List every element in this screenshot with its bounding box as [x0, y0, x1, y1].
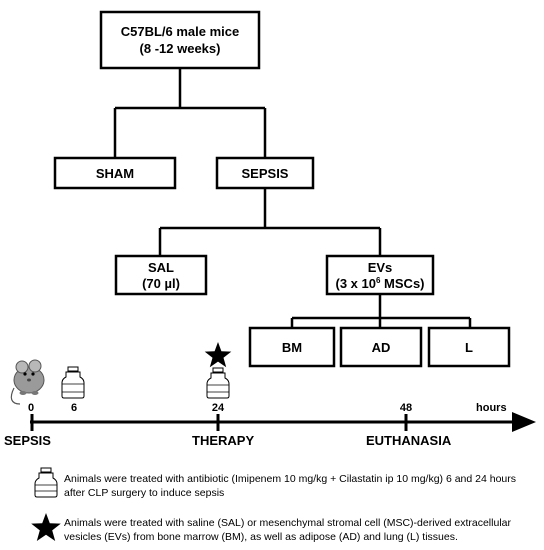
l-box: L	[427, 326, 511, 368]
bm-box: BM	[248, 326, 336, 368]
evs-label-line1: EVs	[368, 260, 393, 275]
star-icon	[204, 342, 232, 368]
arrow-icon	[512, 412, 536, 432]
event-therapy: THERAPY	[192, 433, 254, 448]
tick-label-6: 6	[71, 402, 77, 414]
vial-icon	[206, 367, 230, 399]
sal-box: SAL (70 µl)	[114, 254, 208, 296]
l-label: L	[465, 340, 473, 355]
sal-label-line1: SAL	[148, 260, 174, 275]
mouse-icon	[10, 359, 45, 405]
root-connector	[113, 68, 267, 158]
sal-label-line2: (70 µl)	[142, 276, 180, 291]
ad-label: AD	[372, 340, 391, 355]
sepsis-connector	[158, 188, 382, 256]
vial-icon	[61, 366, 85, 399]
evs-connector	[290, 294, 472, 328]
evs-label-line2: (3 x 106 MSCs)	[336, 276, 425, 291]
timeline-unit: hours	[476, 402, 507, 414]
root-box: C57BL/6 male mice (8 -12 weeks)	[99, 10, 261, 70]
sham-label: SHAM	[96, 166, 134, 181]
bm-label: BM	[282, 340, 302, 355]
timeline-axis	[30, 412, 536, 432]
connectors	[113, 68, 472, 328]
sepsis-label: SEPSIS	[242, 166, 289, 181]
root-box-line1: C57BL/6 male mice	[121, 24, 240, 39]
tick-label-24: 24	[212, 402, 225, 414]
root-box-line2: (8 -12 weeks)	[140, 41, 221, 56]
event-sepsis: SEPSIS	[4, 433, 51, 448]
star-icon	[31, 513, 61, 541]
tick-label-0: 0	[28, 402, 34, 414]
sepsis-box: SEPSIS	[215, 156, 315, 190]
tick-label-48: 48	[400, 402, 412, 414]
legend-antibiotic: Animals were treated with antibiotic (Im…	[64, 473, 517, 499]
vial-icon	[34, 467, 58, 498]
legend-star: Animals were treated with saline (SAL) o…	[64, 517, 511, 543]
event-euthanasia: EUTHANASIA	[366, 433, 452, 448]
ad-box: AD	[339, 326, 423, 368]
sham-box: SHAM	[53, 156, 177, 190]
evs-box: EVs (3 x 106 MSCs)	[325, 254, 435, 296]
